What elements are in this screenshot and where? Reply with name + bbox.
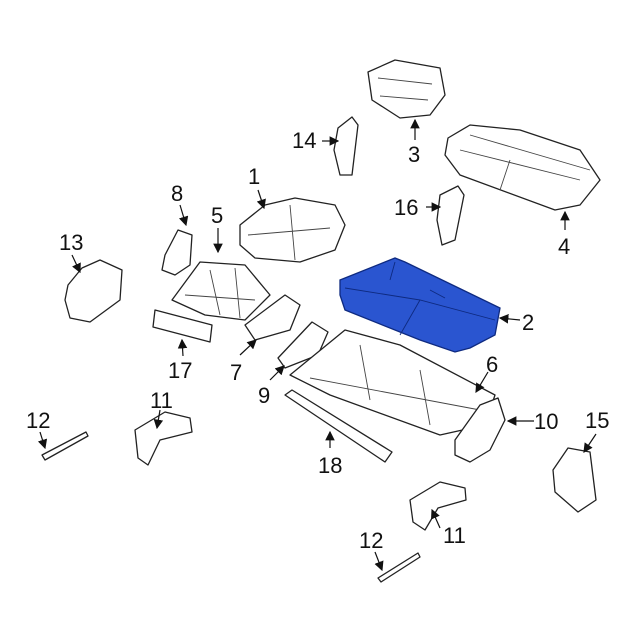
part-13-cover[interactable] xyxy=(64,259,123,323)
callout-13: 13 xyxy=(59,230,83,255)
callout-1: 1 xyxy=(248,164,260,189)
part-11-bracket-right[interactable] xyxy=(409,481,467,531)
part-10-bracket[interactable] xyxy=(454,397,506,463)
callout-3: 3 xyxy=(408,142,420,167)
callout-11-right: 11 xyxy=(443,523,466,548)
part-12-strap-right[interactable] xyxy=(377,552,421,583)
part-17-plate[interactable] xyxy=(152,309,213,343)
callout-12-left: 12 xyxy=(26,408,50,433)
callout-15: 15 xyxy=(585,408,609,433)
callout-2: 2 xyxy=(522,310,534,335)
part-14-trim-panel[interactable] xyxy=(333,116,359,176)
callout-5: 5 xyxy=(211,203,223,228)
callout-10: 10 xyxy=(534,409,558,434)
callout-18: 18 xyxy=(318,453,342,478)
part-15-cover[interactable] xyxy=(552,447,597,513)
part-4-cushion-frame[interactable] xyxy=(444,124,601,211)
part-7-bracket[interactable] xyxy=(244,294,301,341)
callout-16: 16 xyxy=(394,195,418,220)
callout-6: 6 xyxy=(486,352,498,377)
part-18-crossmember[interactable] xyxy=(284,389,393,463)
callout-12-right: 12 xyxy=(359,528,383,553)
part-8-bracket[interactable] xyxy=(161,229,193,276)
part-16-trim-panel[interactable] xyxy=(436,185,465,246)
callout-11-left: 11 xyxy=(150,388,173,413)
callout-7: 7 xyxy=(230,360,242,385)
part-12-strap-left[interactable] xyxy=(41,431,89,461)
callout-17: 17 xyxy=(168,358,192,383)
part-5-seat-frame[interactable] xyxy=(171,261,271,321)
leader-lines xyxy=(37,118,597,572)
callout-8: 8 xyxy=(171,181,183,206)
part-11-bracket-left[interactable] xyxy=(134,411,193,466)
callout-14: 14 xyxy=(292,128,316,153)
callout-9: 9 xyxy=(258,383,270,408)
callout-4: 4 xyxy=(558,234,570,259)
part-3-cushion-pad[interactable] xyxy=(367,59,446,119)
part-1-seat-cushion[interactable] xyxy=(239,197,346,263)
part-2-seat-cushion-highlighted[interactable] xyxy=(339,257,501,353)
